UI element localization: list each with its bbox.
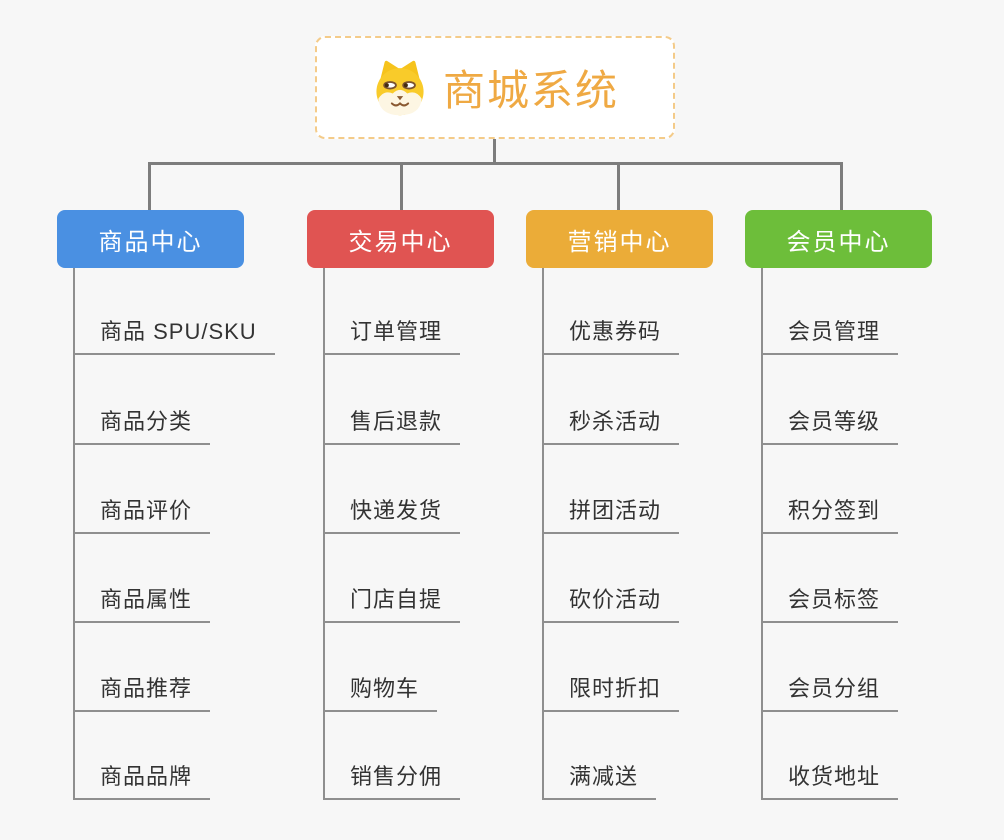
- branch-node-trade-center[interactable]: 交易中心: [307, 210, 494, 268]
- root-title: 商城系统: [442, 67, 619, 114]
- root-node-mall-system[interactable]: 商城系统: [315, 36, 675, 139]
- leaf-node[interactable]: 商品分类: [73, 404, 211, 445]
- leaf-node[interactable]: 商品评价: [73, 493, 211, 534]
- leaf-node[interactable]: 秒杀活动: [542, 404, 680, 445]
- leaf-node[interactable]: 限时折扣: [542, 671, 680, 712]
- leaf-node[interactable]: 满减送: [542, 759, 657, 800]
- leaf-node[interactable]: 会员等级: [761, 404, 899, 445]
- leaf-node[interactable]: 售后退款: [323, 404, 461, 445]
- leaf-node[interactable]: 会员标签: [761, 582, 899, 623]
- leaf-node[interactable]: 商品推荐: [73, 671, 211, 712]
- branch-column-trade-center: 订单管理 售后退款 快递发货 门店自提 购物车 销售分佣: [307, 268, 567, 813]
- leaf-node[interactable]: 订单管理: [323, 314, 461, 355]
- connector-drop-trade: [400, 162, 403, 210]
- leaf-node[interactable]: 收货地址: [761, 759, 899, 800]
- branch-column-product-center: 商品 SPU/SKU 商品分类 商品评价 商品属性 商品推荐 商品品牌: [57, 268, 317, 813]
- leaf-node[interactable]: 购物车: [323, 671, 438, 712]
- leaf-node[interactable]: 快递发货: [323, 493, 461, 534]
- leaf-node[interactable]: 门店自提: [323, 582, 461, 623]
- leaf-node[interactable]: 积分签到: [761, 493, 899, 534]
- shiba-dog-icon: [371, 59, 429, 117]
- branch-node-product-center[interactable]: 商品中心: [57, 210, 244, 268]
- branch-node-member-center[interactable]: 会员中心: [745, 210, 932, 268]
- leaf-node[interactable]: 会员分组: [761, 671, 899, 712]
- branch-column-member-center: 会员管理 会员等级 积分签到 会员标签 会员分组 收货地址: [745, 268, 1004, 813]
- leaf-node[interactable]: 商品属性: [73, 582, 211, 623]
- connector-root-stem: [493, 139, 496, 163]
- branch-node-marketing-center[interactable]: 营销中心: [526, 210, 713, 268]
- connector-drop-marketing: [617, 162, 620, 210]
- leaf-node[interactable]: 优惠券码: [542, 314, 680, 355]
- leaf-node[interactable]: 商品品牌: [73, 759, 211, 800]
- branch-column-marketing-center: 优惠券码 秒杀活动 拼团活动 砍价活动 限时折扣 满减送: [526, 268, 786, 813]
- connector-drop-member: [840, 162, 843, 210]
- leaf-node[interactable]: 销售分佣: [323, 759, 461, 800]
- leaf-node[interactable]: 拼团活动: [542, 493, 680, 534]
- connector-horizontal-bar: [148, 162, 843, 165]
- leaf-node[interactable]: 砍价活动: [542, 582, 680, 623]
- connector-drop-product: [148, 162, 151, 210]
- leaf-node[interactable]: 会员管理: [761, 314, 899, 355]
- leaf-node[interactable]: 商品 SPU/SKU: [73, 314, 275, 355]
